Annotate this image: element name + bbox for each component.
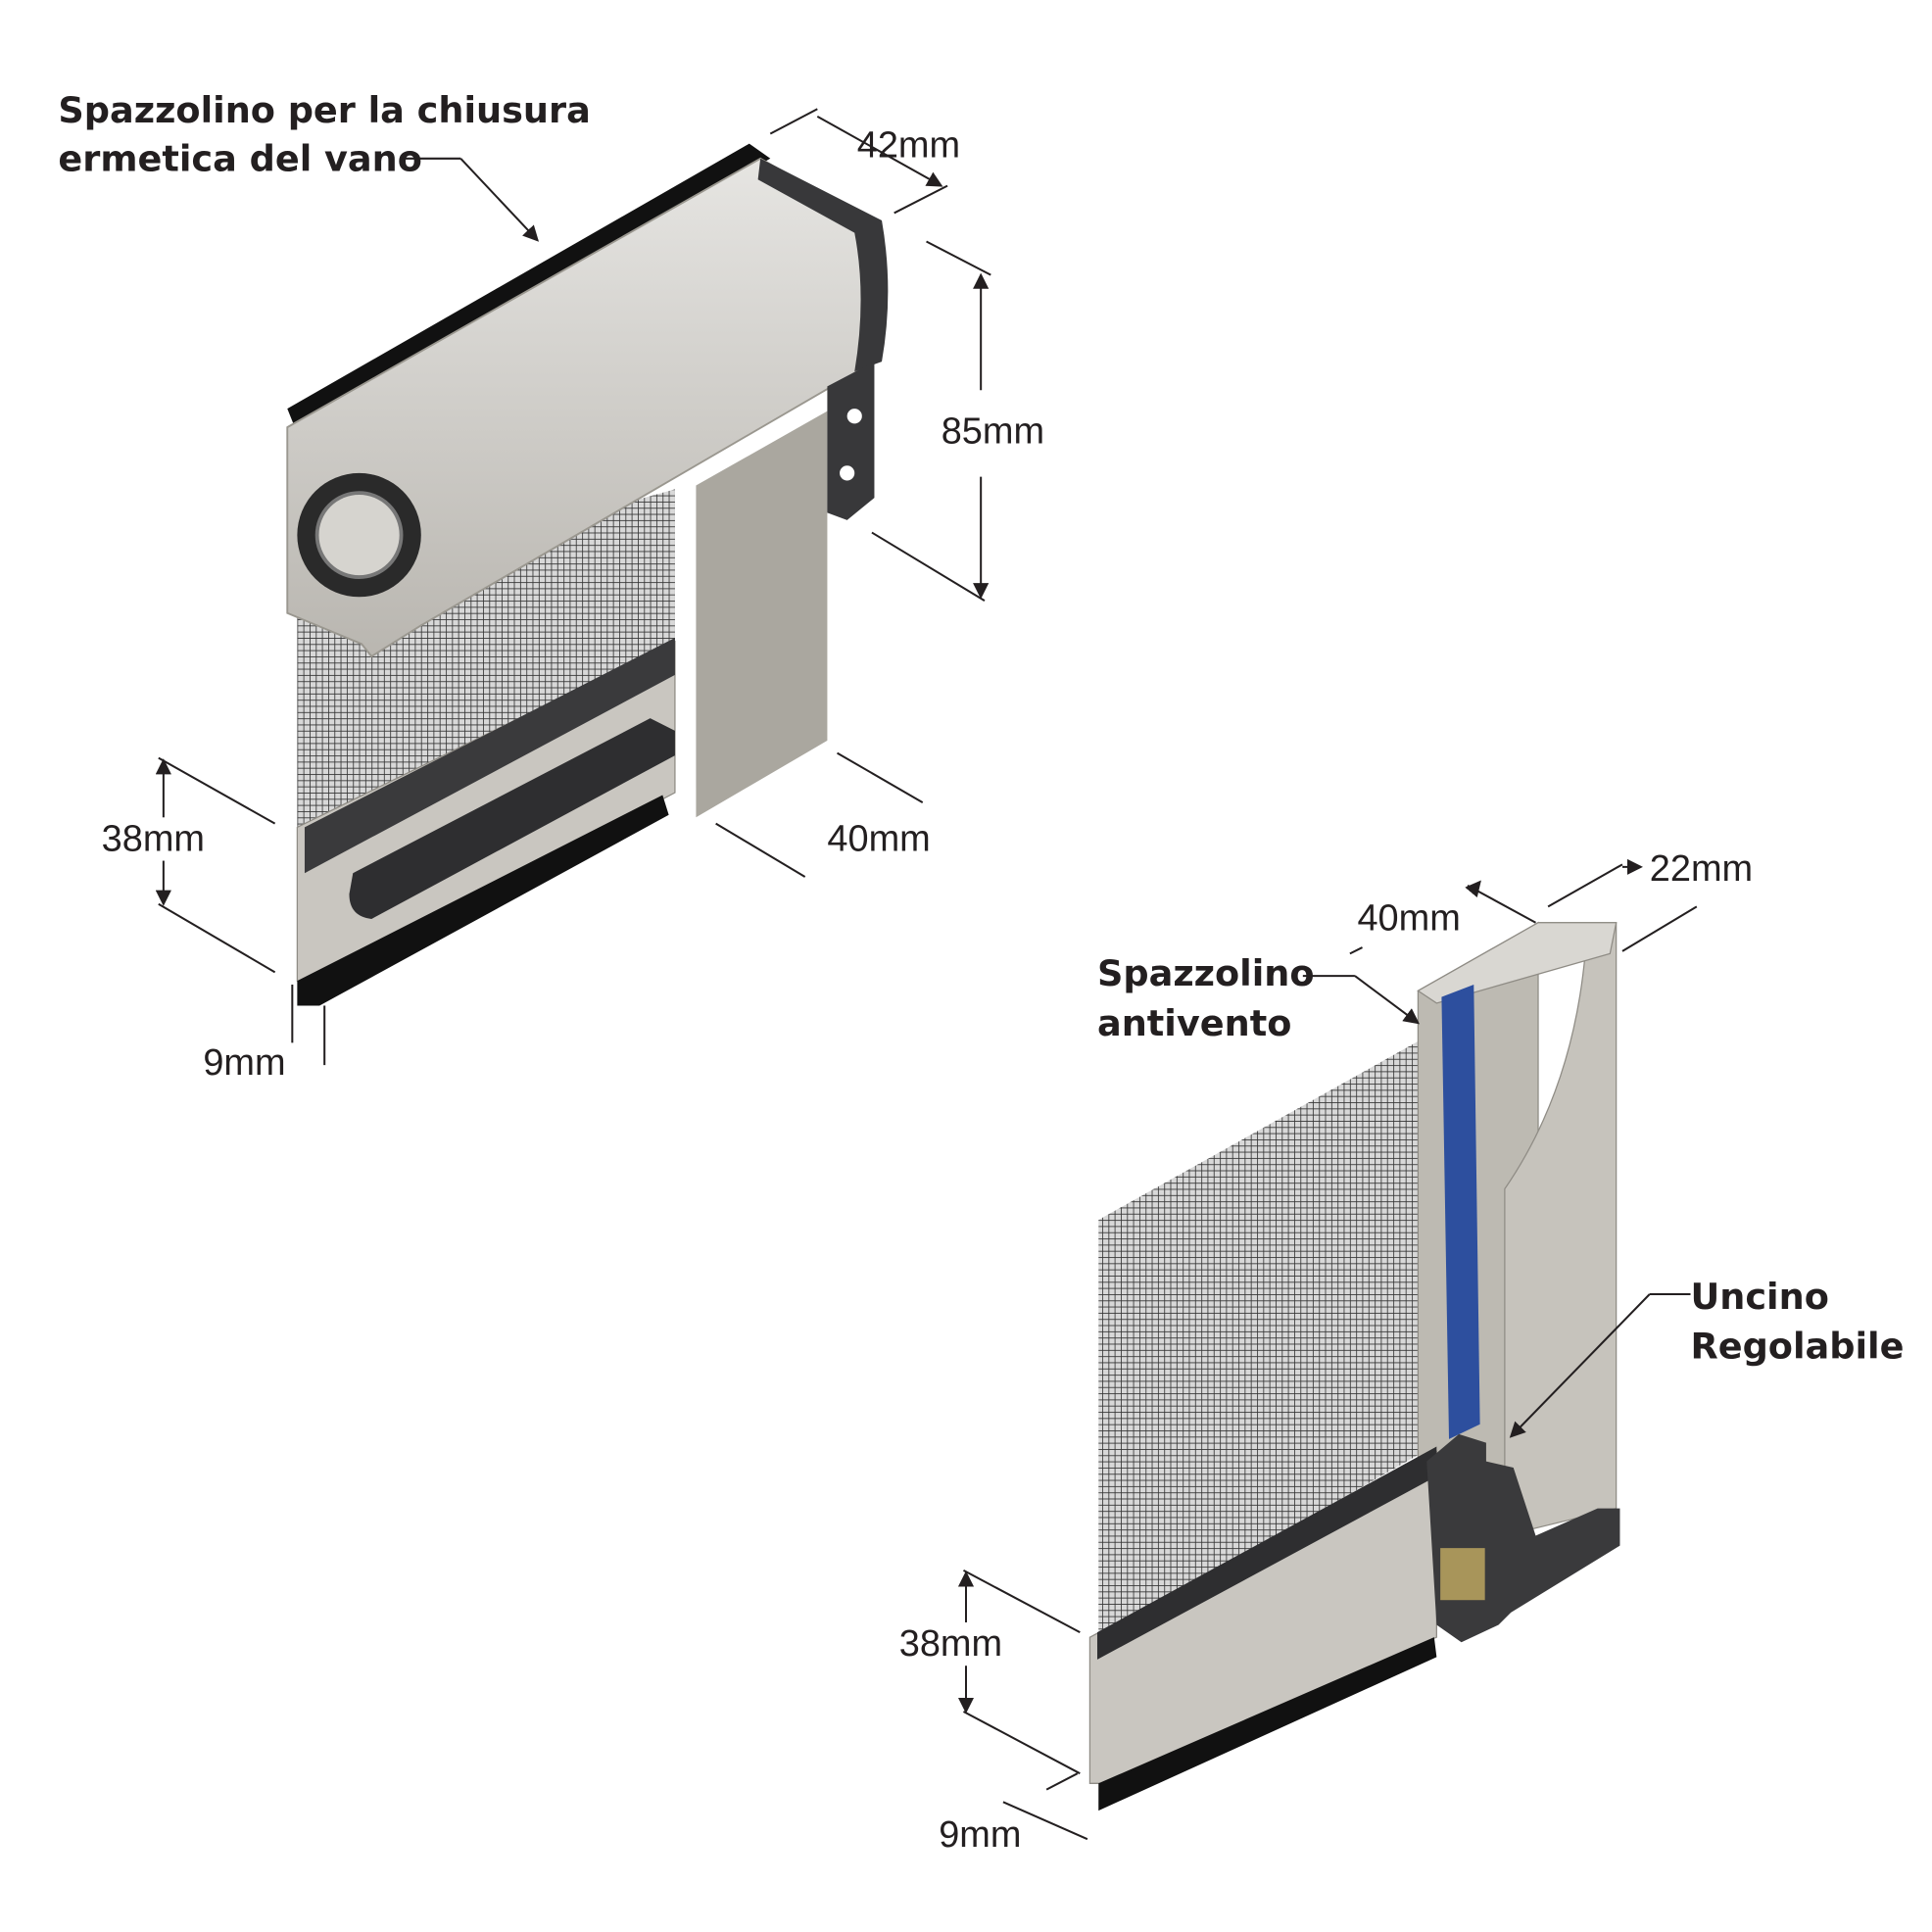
blue-wind-brush [1441, 984, 1480, 1439]
bracket-hole [840, 465, 855, 481]
handle-channel [304, 638, 675, 874]
brass-cylinder [1440, 1548, 1485, 1601]
dim-depth-40: 40mm [1357, 897, 1460, 939]
side-guide-screen [1088, 921, 1620, 1811]
side-plate [696, 411, 828, 818]
guide-outer-face [1504, 922, 1618, 1537]
callout-brush-seal-line1: Spazzolino per la chiusura [58, 89, 590, 131]
cassette-end-cap [757, 158, 889, 372]
bar-dark-strip [1096, 1446, 1437, 1660]
cassette-screen [286, 143, 889, 1006]
bottom-dimensions: Spazzolino antivento Uncino Regolabile 2… [899, 848, 1905, 1856]
dim-side-40: 40mm [827, 818, 930, 859]
bottom-brush [1098, 1637, 1437, 1811]
pull-handle [349, 718, 675, 919]
callout-wind-brush-line1: Spazzolino [1097, 952, 1315, 994]
dim-bar-38: 38mm [899, 1623, 1002, 1665]
callout-wind-brush-line2: antivento [1097, 1002, 1291, 1044]
top-dimensions: Spazzolino per la chiusura ermetica del … [58, 89, 1044, 1084]
bottom-brush [297, 795, 669, 1006]
mesh-bottom [1098, 1038, 1425, 1638]
dim-width-22: 22mm [1650, 848, 1753, 890]
dim-height-85: 85mm [942, 411, 1044, 453]
mounting-bracket [827, 362, 875, 520]
dim-bar-38: 38mm [102, 818, 205, 859]
callout-brush-seal-line2: ermetica del vano [58, 137, 422, 179]
dim-depth-42: 42mm [857, 125, 960, 167]
callout-hook-line2: Regolabile [1691, 1326, 1905, 1368]
guide-top-face [1417, 922, 1618, 1004]
roller-tube [314, 491, 404, 579]
dim-brush-9: 9mm [203, 1042, 285, 1084]
callout-hook-line1: Uncino [1691, 1276, 1829, 1318]
bracket-hole [846, 409, 862, 424]
dim-brush-9: 9mm [939, 1814, 1021, 1856]
